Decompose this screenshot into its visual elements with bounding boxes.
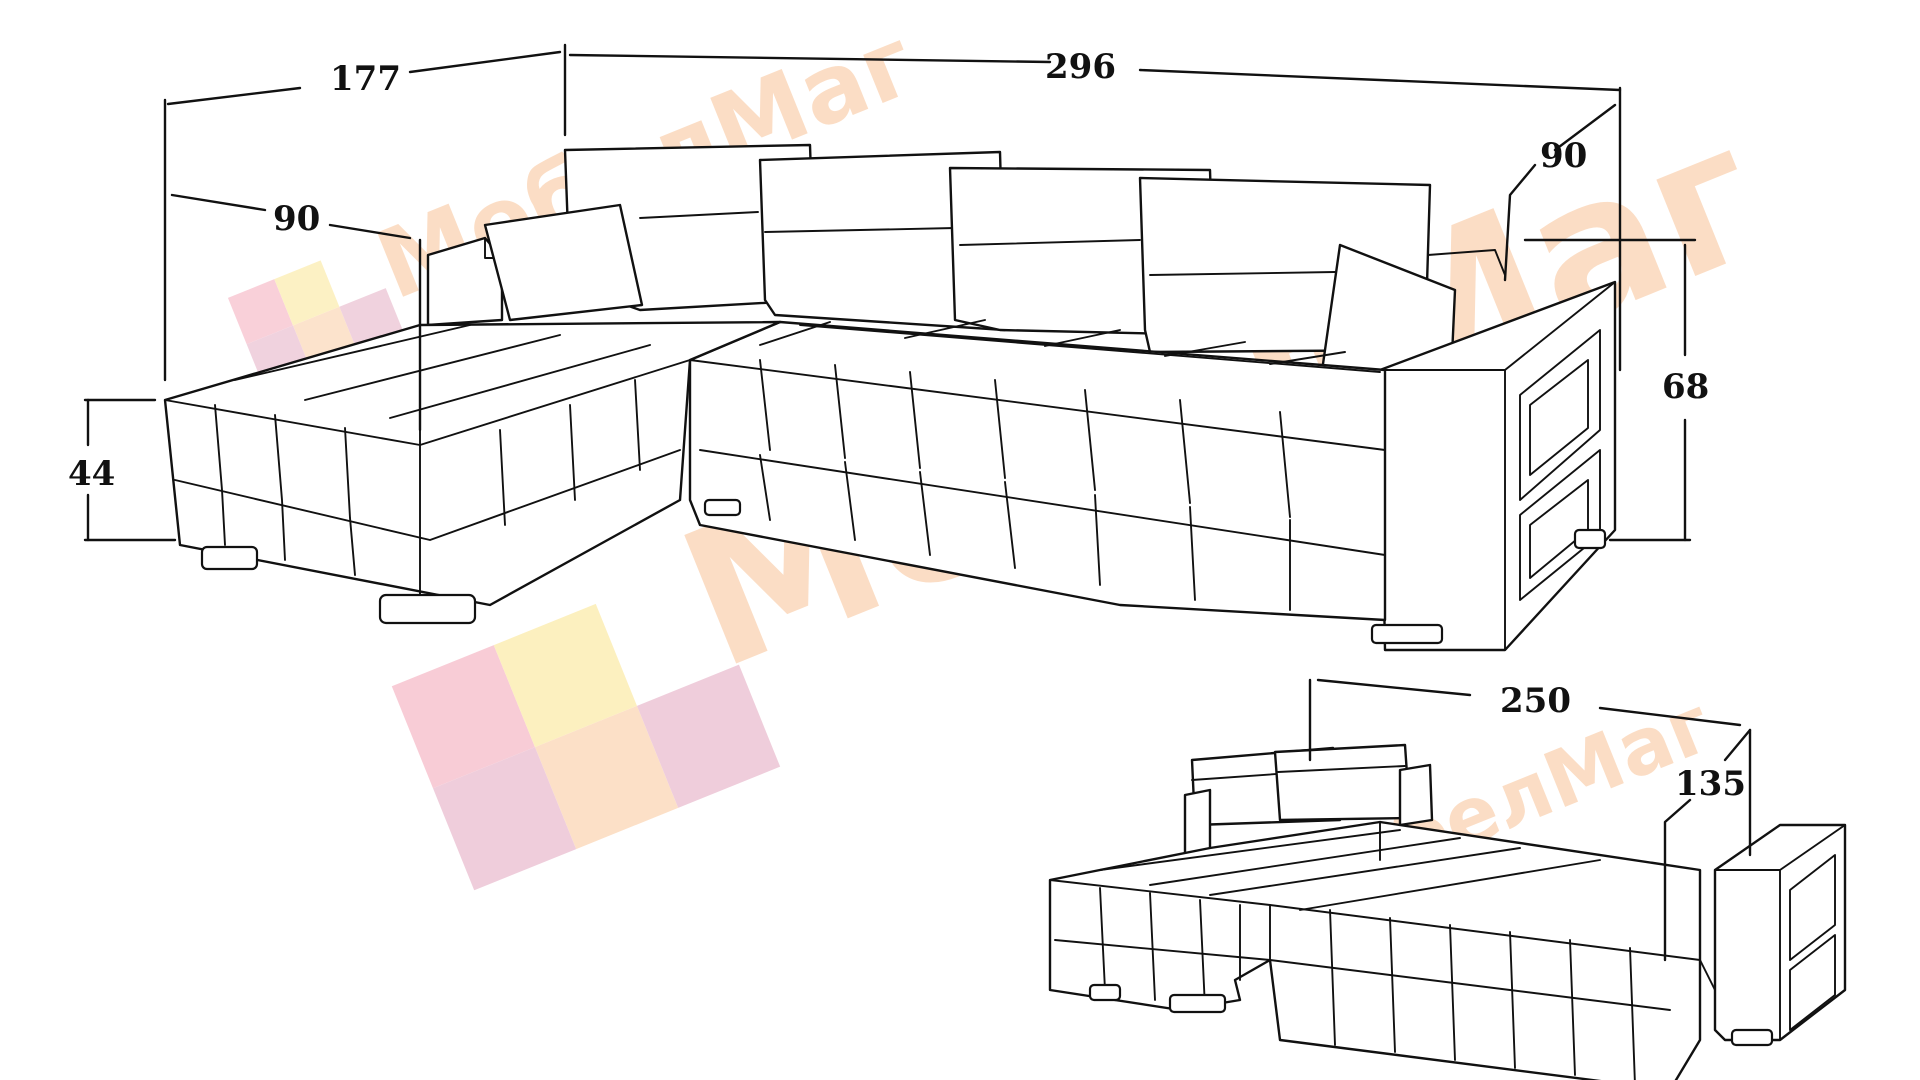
logo-square-pink — [391, 645, 535, 789]
dimension-lines — [83, 43, 1697, 542]
accent-pillow-left — [483, 203, 644, 322]
dimension-sleeping-width: 135 — [1675, 764, 1746, 804]
foot — [200, 545, 259, 571]
dimension-chaise-depth: 177 — [330, 59, 401, 99]
dimension-seat-depth: 90 — [1540, 136, 1587, 176]
corner-sofa-drawing — [163, 143, 1617, 652]
foot — [1370, 623, 1444, 645]
dimension-total-length: 296 — [1045, 47, 1116, 87]
unfolded-sofa-drawing — [1048, 743, 1847, 1080]
dimension-back-height: 68 — [1662, 367, 1709, 407]
sleeping-area-dimension-lines — [1308, 678, 1752, 962]
dimension-seat-height: 44 — [68, 454, 115, 494]
foot — [703, 498, 742, 517]
sleeping-surface — [1048, 820, 1702, 1080]
back-cushion-2 — [758, 150, 1007, 332]
foot — [1573, 528, 1607, 550]
dimension-sleeping-length: 250 — [1500, 681, 1571, 721]
foot — [378, 593, 477, 625]
dimension-chaise-width: 90 — [273, 199, 320, 239]
main-seat — [688, 320, 1387, 622]
watermark-logo-large — [391, 603, 781, 891]
